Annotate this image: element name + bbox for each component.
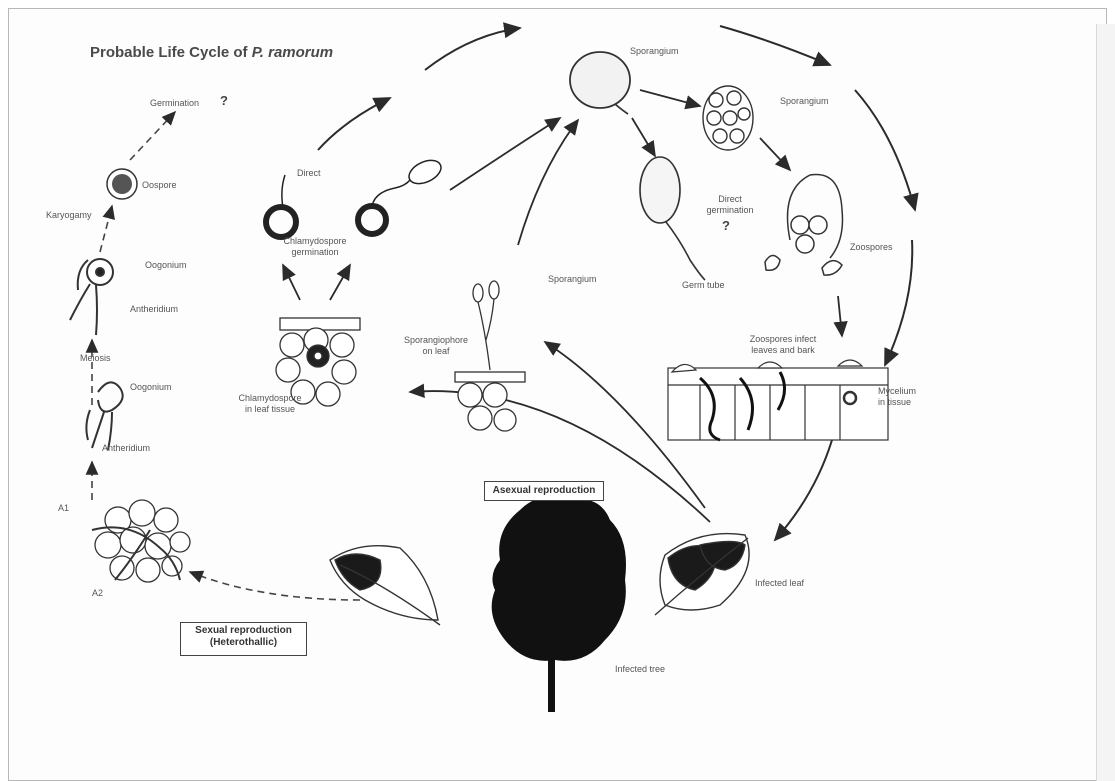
infected-leaf-right-illustration: [655, 534, 749, 615]
asexual-reproduction-box: Asexual reproduction: [484, 481, 604, 501]
arrow-karyogamy: [100, 206, 112, 252]
question-mark-direct-germination: ?: [722, 218, 730, 233]
label-a2: A2: [92, 588, 103, 599]
label-oospore: Oospore: [142, 180, 177, 191]
arrow-right-down: [885, 240, 912, 365]
label-sporangium-mid: Sporangium: [548, 274, 597, 285]
arrow-top-left: [425, 28, 520, 70]
arrow-chlamydospore-up: [318, 98, 390, 150]
label-meiosis: Meiosis: [80, 353, 111, 364]
infected-tree-illustration: [492, 497, 626, 712]
oospore-illustration: [107, 169, 137, 199]
arrow-sporangium-to-direct: [632, 118, 655, 156]
arrow-germination: [130, 112, 175, 160]
mycelium-tissue-illustration: [668, 360, 888, 440]
label-germ-tube: Germ tube: [682, 280, 725, 291]
cleaved-sporangium-illustration: [703, 86, 753, 150]
arrow-mycelium-to-leaf: [775, 440, 832, 540]
label-antheridium-bottom: Antheridium: [102, 443, 150, 454]
arrow-chlamy-right: [330, 265, 350, 300]
chlamydospore-sporangium-illustration: [358, 156, 445, 234]
label-oogonium-bottom: Oogonium: [130, 382, 172, 393]
inner-arrows: [283, 90, 842, 522]
arrow-chlamy-left: [283, 265, 300, 300]
question-mark-germination: ?: [220, 93, 228, 108]
arrow-zoospores-to-infect: [838, 296, 842, 336]
zoospore-release-illustration: [765, 174, 843, 275]
mating-cluster-illustration: [92, 500, 190, 582]
label-germination: Germination: [150, 98, 199, 109]
chlamydospore-direct-illustration: [266, 175, 296, 237]
label-infected-tree: Infected tree: [615, 664, 665, 675]
infected-leaf-left-illustration: [330, 546, 440, 625]
direct-germination-illustration: [640, 157, 705, 280]
label-infected-leaf: Infected leaf: [755, 578, 804, 589]
diagram-title: Probable Life Cycle of P. ramorum: [90, 44, 333, 61]
label-antheridium-top: Antheridium: [130, 304, 178, 315]
label-karyogamy: Karyogamy: [46, 210, 92, 221]
arrow-leaf-to-mating: [190, 572, 360, 600]
label-sporangium-right: Sporangium: [780, 96, 829, 107]
oogonium-top-illustration: [70, 259, 113, 335]
label-zoospores: Zoospores: [850, 242, 893, 253]
label-direct: Direct: [297, 168, 321, 179]
label-sporangium-top: Sporangium: [630, 46, 679, 57]
label-a1: A1: [58, 503, 69, 514]
arrow-top-right-2: [855, 90, 915, 210]
arrow-top-right-1: [720, 26, 830, 65]
species-name: P. ramorum: [252, 44, 333, 61]
arrow-sporangium-to-cleaved: [640, 90, 700, 106]
label-oogonium-top: Oogonium: [145, 260, 187, 271]
sexual-reproduction-box: Sexual reproduction(Heterothallic): [180, 622, 307, 656]
sporangium-top-illustration: [570, 52, 630, 114]
arrow-cleaved-to-zoospores: [760, 138, 790, 170]
